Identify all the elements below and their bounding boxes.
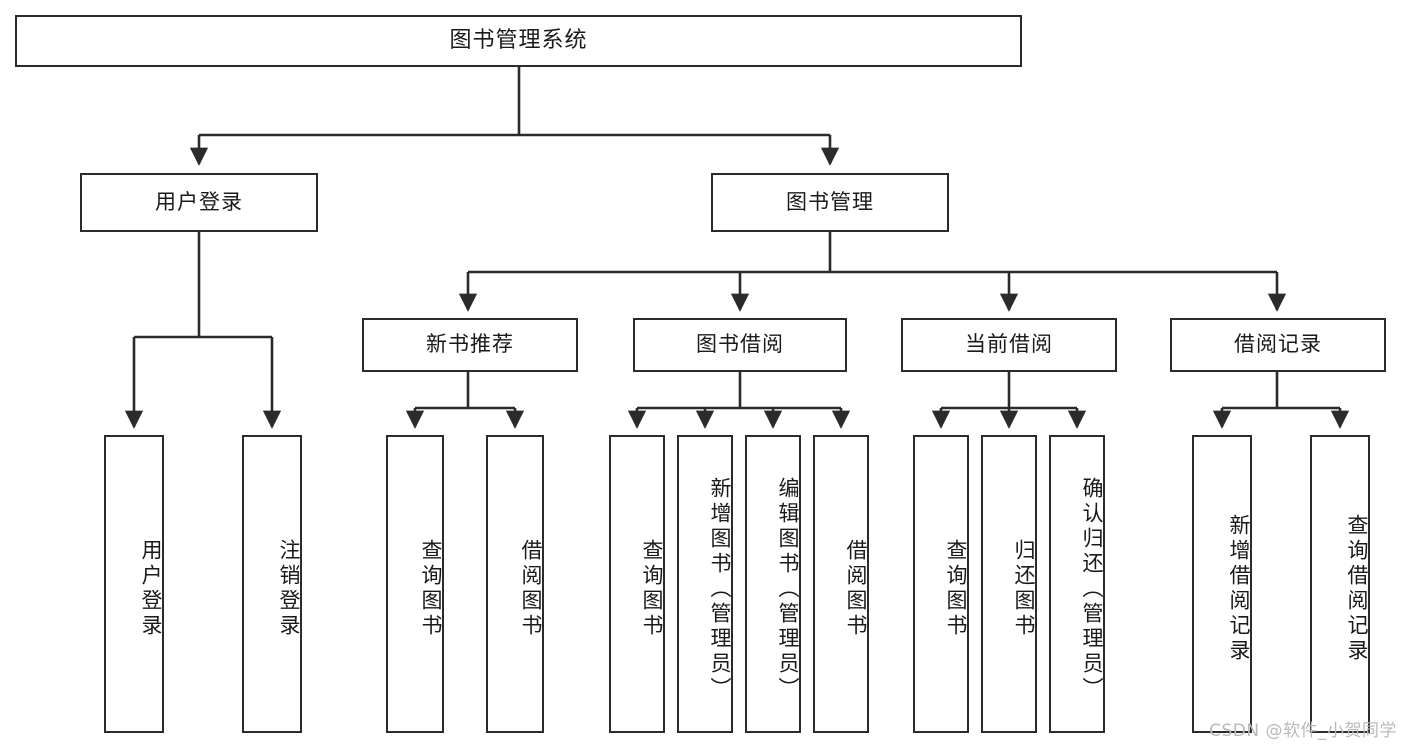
leaf-borrow-book[interactable]: 借阅图书 bbox=[813, 435, 869, 733]
node-label: 编辑图书（管理员） bbox=[776, 476, 800, 702]
leaf-return-book[interactable]: 归还图书 bbox=[981, 435, 1037, 733]
leaf-query-book-current[interactable]: 查询图书 bbox=[913, 435, 969, 733]
node-label: 查询图书 bbox=[419, 539, 443, 639]
leaf-query-book-borrow[interactable]: 查询图书 bbox=[609, 435, 665, 733]
leaf-user-login[interactable]: 用户登录 bbox=[104, 435, 164, 733]
node-label: 图书管理系统 bbox=[449, 27, 588, 53]
node-label: 新增借阅记录 bbox=[1227, 514, 1251, 664]
leaf-edit-book-admin[interactable]: 编辑图书（管理员） bbox=[745, 435, 801, 733]
node-label: 新书推荐 bbox=[426, 332, 514, 357]
node-new-book-recommend[interactable]: 新书推荐 bbox=[362, 318, 578, 372]
node-label: 查询图书 bbox=[944, 539, 968, 639]
node-label: 用户登录 bbox=[155, 189, 243, 214]
node-label: 查询图书 bbox=[640, 539, 664, 639]
node-label: 借阅图书 bbox=[519, 539, 543, 639]
leaf-add-borrow-record[interactable]: 新增借阅记录 bbox=[1192, 435, 1252, 733]
csdn-watermark: CSDN @软件_小贺同学 bbox=[1209, 721, 1397, 741]
node-label: 图书管理 bbox=[786, 189, 874, 214]
node-label: 确认归还（管理员） bbox=[1080, 476, 1104, 702]
node-book-management[interactable]: 图书管理 bbox=[711, 173, 949, 232]
node-label: 借阅图书 bbox=[844, 539, 868, 639]
leaf-query-borrow-record[interactable]: 查询借阅记录 bbox=[1310, 435, 1370, 733]
node-label: 新增图书（管理员） bbox=[708, 476, 732, 702]
node-label: 用户登录 bbox=[139, 539, 163, 639]
node-borrow-records[interactable]: 借阅记录 bbox=[1170, 318, 1386, 372]
leaf-confirm-return-admin[interactable]: 确认归还（管理员） bbox=[1049, 435, 1105, 733]
leaf-user-logout[interactable]: 注销登录 bbox=[242, 435, 302, 733]
node-label: 归还图书 bbox=[1012, 539, 1036, 639]
leaf-query-book-recommend[interactable]: 查询图书 bbox=[386, 435, 444, 733]
node-label: 查询借阅记录 bbox=[1345, 514, 1369, 664]
node-label: 借阅记录 bbox=[1234, 332, 1322, 357]
node-label: 图书借阅 bbox=[696, 332, 784, 357]
node-user-login[interactable]: 用户登录 bbox=[80, 173, 318, 232]
node-book-borrow[interactable]: 图书借阅 bbox=[633, 318, 847, 372]
node-current-borrow[interactable]: 当前借阅 bbox=[901, 318, 1117, 372]
node-label: 注销登录 bbox=[277, 539, 301, 639]
leaf-add-book-admin[interactable]: 新增图书（管理员） bbox=[677, 435, 733, 733]
leaf-borrow-book-recommend[interactable]: 借阅图书 bbox=[486, 435, 544, 733]
node-root-system[interactable]: 图书管理系统 bbox=[15, 15, 1022, 67]
node-label: 当前借阅 bbox=[965, 332, 1053, 357]
